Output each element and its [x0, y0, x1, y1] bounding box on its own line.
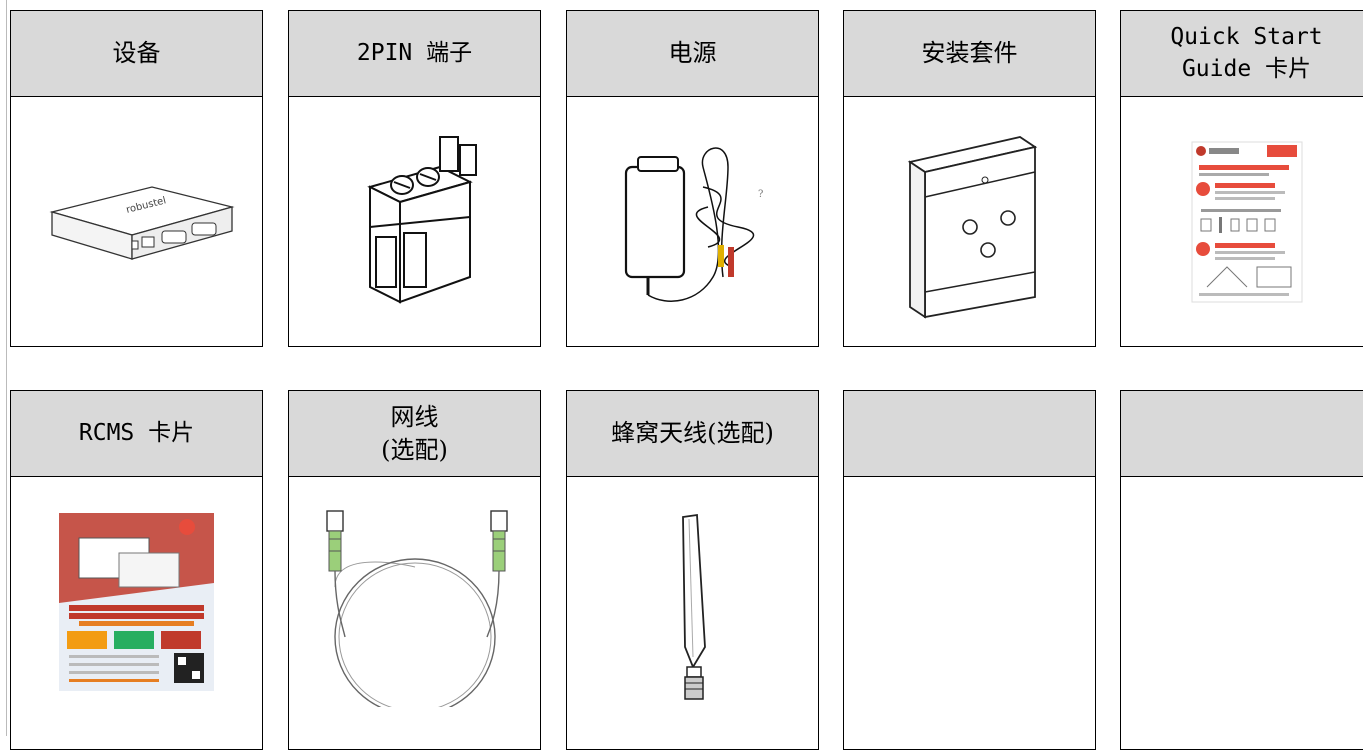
- item-header: 电源: [567, 11, 818, 97]
- item-header: 设备: [11, 11, 262, 97]
- item-card-rcms: RCMS 卡片: [10, 390, 263, 750]
- item-card-ethernet: 网线 (选配): [288, 390, 541, 750]
- item-card-empty-2: [1120, 390, 1363, 750]
- item-header: RCMS 卡片: [11, 391, 262, 477]
- item-label: 安装套件: [921, 39, 1018, 68]
- item-card-power: 电源 ?: [566, 10, 819, 347]
- item-label: 蜂窝天线(选配): [611, 419, 774, 448]
- item-label: 网线 (选配): [381, 403, 448, 464]
- item-label: 设备: [112, 39, 161, 68]
- item-card-antenna: 蜂窝天线(选配): [566, 390, 819, 750]
- item-header: [1121, 391, 1363, 477]
- item-header: 蜂窝天线(选配): [567, 391, 818, 477]
- item-card-mount-kit: 安装套件: [843, 10, 1096, 347]
- ethernet-cable-icon: [289, 477, 540, 749]
- item-header: [844, 391, 1095, 477]
- item-card-empty-1: [843, 390, 1096, 750]
- svg-text:?: ?: [758, 189, 763, 200]
- item-label: RCMS 卡片: [78, 419, 195, 446]
- item-card-terminal: 2PIN 端子: [288, 10, 541, 347]
- din-rail-bracket-icon: [844, 97, 1095, 346]
- quick-start-guide-icon: [1121, 97, 1363, 346]
- page-edge: [0, 0, 7, 736]
- item-header: Quick Start Guide 卡片: [1121, 11, 1363, 97]
- power-adapter-icon: ?: [567, 97, 818, 346]
- rcms-card-icon: [11, 477, 262, 749]
- item-label: 电源: [668, 39, 717, 68]
- router-device-icon: robustel: [11, 97, 262, 346]
- terminal-block-icon: [289, 97, 540, 346]
- item-header: 2PIN 端子: [289, 11, 540, 97]
- item-header: 网线 (选配): [289, 391, 540, 477]
- cellular-antenna-icon: [567, 477, 818, 749]
- item-label: Quick Start Guide 卡片: [1170, 24, 1323, 82]
- item-card-quick-start: Quick Start Guide 卡片: [1120, 10, 1363, 347]
- item-label: 2PIN 端子: [356, 39, 473, 66]
- item-header: 安装套件: [844, 11, 1095, 97]
- item-card-device: 设备 robustel: [10, 10, 263, 347]
